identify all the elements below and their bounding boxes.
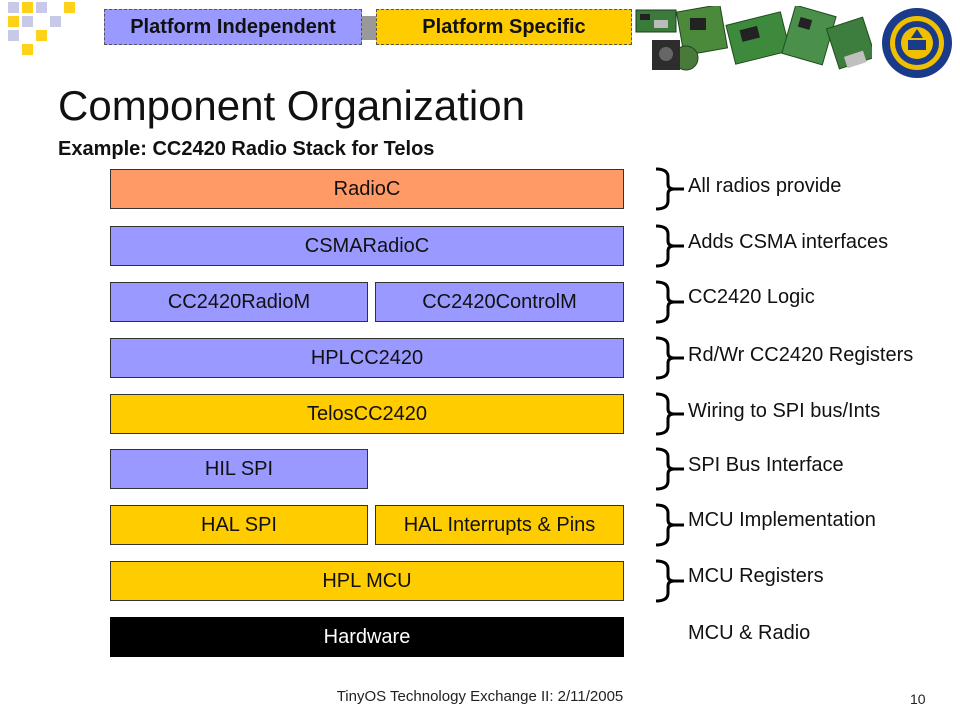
layer-description: All radios provide — [688, 175, 842, 197]
layer-description: Rd/Wr CC2420 Registers — [688, 344, 914, 366]
brace-icon — [655, 447, 684, 491]
hardware-boards-image — [635, 6, 872, 71]
component-box: CSMARadioC — [110, 226, 624, 266]
layer-description: MCU Implementation — [688, 509, 876, 531]
component-box: CC2420RadioM — [110, 282, 368, 322]
component-box: HPL MCU — [110, 561, 624, 601]
layer-description: MCU & Radio — [688, 622, 811, 644]
slide-subtitle: Example: CC2420 Radio Stack for Telos — [58, 138, 435, 160]
layer-description: MCU Registers — [688, 565, 824, 587]
layer-description: Wiring to SPI bus/Ints — [688, 400, 881, 422]
component-box: HAL SPI — [110, 505, 368, 545]
layer-description: CC2420 Logic — [688, 286, 815, 308]
tab-connector — [360, 16, 378, 40]
platform-specific-label: Platform Specific — [422, 15, 586, 38]
brace-icon — [655, 224, 684, 268]
brace-icon — [655, 280, 684, 324]
platform-specific-tab: Platform Specific — [376, 9, 632, 45]
brace-icon — [655, 392, 684, 436]
component-box: HPLCC2420 — [110, 338, 624, 378]
brace-icon — [655, 503, 684, 547]
platform-independent-label: Platform Independent — [130, 15, 336, 38]
component-box: HIL SPI — [110, 449, 368, 489]
brace-icon — [655, 336, 684, 380]
brace-icon — [655, 559, 684, 603]
component-box: RadioC — [110, 169, 624, 209]
slide-title: Component Organization — [58, 82, 525, 129]
platform-independent-tab: Platform Independent — [104, 9, 362, 45]
university-seal-logo — [882, 8, 952, 78]
slide-footer: TinyOS Technology Exchange II: 2/11/2005 — [336, 688, 624, 705]
layer-description: Adds CSMA interfaces — [688, 231, 889, 253]
component-box: TelosCC2420 — [110, 394, 624, 434]
layer-description: SPI Bus Interface — [688, 454, 844, 476]
component-box: CC2420ControlM — [375, 282, 624, 322]
brace-icon — [655, 167, 684, 211]
component-box: HAL Interrupts & Pins — [375, 505, 624, 545]
page-number: 10 — [910, 691, 926, 707]
component-box: Hardware — [110, 617, 624, 657]
